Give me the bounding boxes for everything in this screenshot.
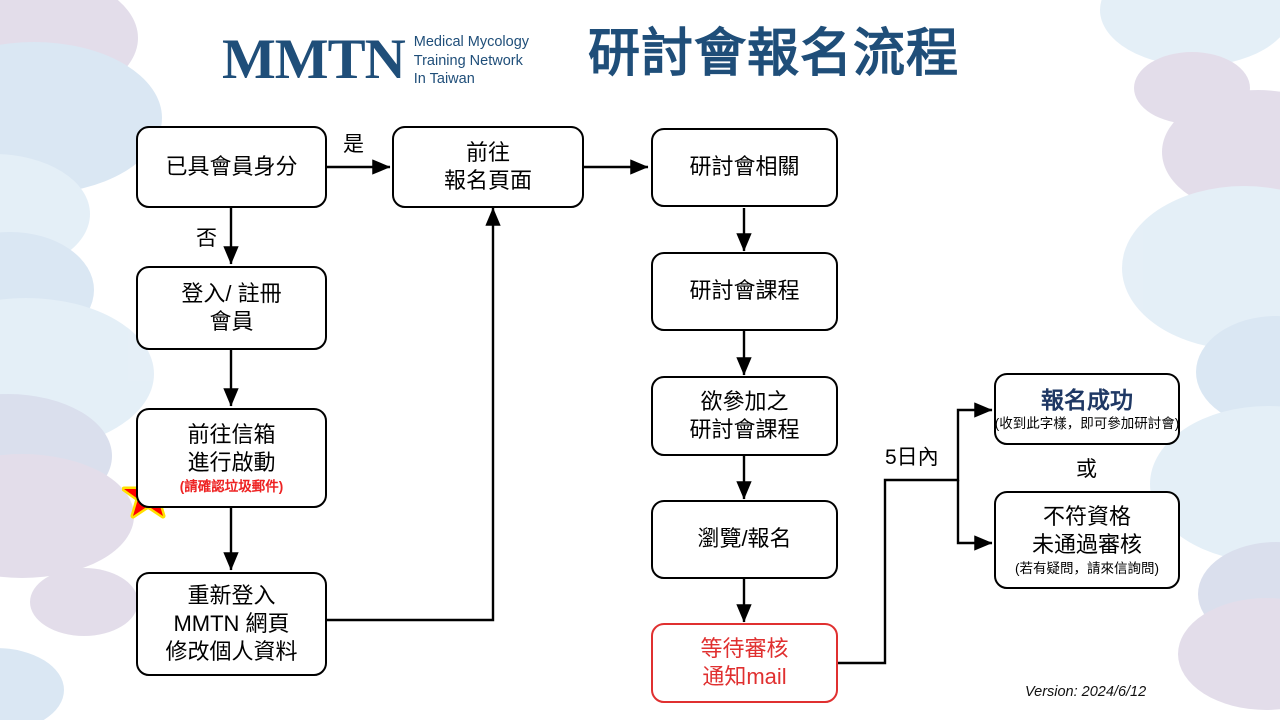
- mmtn-logo: MMTN Medical Mycology Training Network I…: [222, 30, 529, 89]
- node-rejected-line2: 未通過審核: [1031, 532, 1142, 558]
- logo-tagline: Medical Mycology Training Network In Tai…: [414, 33, 529, 89]
- node-member-check[interactable]: 已具會員身分: [136, 126, 327, 208]
- logo-tagline-line2: Training Network: [413, 52, 523, 69]
- node-desired-courses-line1: 欲參加之: [700, 388, 789, 414]
- node-login-register-line2: 會員: [209, 309, 254, 334]
- node-rejected[interactable]: 不符資格 未通過審核 (若有疑問，請來信詢問): [994, 491, 1180, 589]
- node-desired-courses[interactable]: 欲參加之 研討會課程: [651, 376, 838, 456]
- logo-tagline-line3: In Taiwan: [413, 71, 475, 88]
- node-relogin[interactable]: 重新登入 MMTN 網頁 修改個人資料: [136, 572, 327, 676]
- page-title: 研討會報名流程: [588, 25, 960, 83]
- node-seminar-info-line1: 研討會相關: [689, 154, 800, 180]
- node-waiting-review-line1: 等待審核: [700, 635, 789, 661]
- node-goto-mailbox[interactable]: 前往信箱 進行啟動 (請確認垃圾郵件): [136, 408, 327, 508]
- node-success-line1: 報名成功: [1041, 386, 1133, 413]
- node-login-register[interactable]: 登入/ 註冊 會員: [136, 266, 327, 350]
- node-success[interactable]: 報名成功 (收到此字樣，即可參加研討會): [994, 373, 1180, 445]
- node-rejected-note: (若有疑問，請來信詢問): [1015, 560, 1159, 576]
- node-goto-signup[interactable]: 前往 報名頁面: [392, 126, 584, 208]
- node-relogin-line1: 重新登入: [187, 582, 276, 608]
- version-label: Version: 2024/6/12: [1025, 684, 1147, 700]
- node-goto-signup-line2: 報名頁面: [443, 168, 532, 193]
- node-desired-courses-line2: 研討會課程: [689, 417, 800, 442]
- node-waiting-review-line2: 通知mail: [702, 664, 787, 689]
- node-seminar-info[interactable]: 研討會相關: [651, 128, 838, 207]
- node-success-note: (收到此字樣，即可參加研討會): [994, 416, 1180, 432]
- node-goto-mailbox-line1: 前往信箱: [187, 422, 276, 448]
- logo-tagline-line1: Medical Mycology: [413, 34, 530, 50]
- node-seminar-courses-line1: 研討會課程: [689, 278, 800, 304]
- node-goto-mailbox-line2: 進行啟動: [187, 450, 276, 476]
- node-browse-signup[interactable]: 瀏覽/報名: [651, 500, 838, 579]
- logo-wordmark: MMTN: [222, 27, 406, 91]
- node-goto-mailbox-note: (請確認垃圾郵件): [179, 478, 284, 494]
- edge-label-or: 或: [1076, 458, 1097, 481]
- edge-label-no: 否: [196, 227, 217, 250]
- node-login-register-line1: 登入/ 註冊: [181, 280, 282, 306]
- node-rejected-line1: 不符資格: [1042, 504, 1131, 530]
- node-relogin-line3: 修改個人資料: [165, 639, 298, 665]
- node-goto-signup-line1: 前往: [465, 139, 510, 165]
- node-member-check-line1: 已具會員身分: [165, 153, 298, 179]
- node-waiting-review[interactable]: 等待審核 通知mail: [651, 623, 838, 703]
- node-seminar-courses[interactable]: 研討會課程: [651, 252, 838, 331]
- node-relogin-line2: MMTN 網頁: [173, 610, 290, 636]
- edge-label-yes: 是: [343, 133, 364, 156]
- slide-header: MMTN Medical Mycology Training Network I…: [0, 0, 1280, 110]
- edge-label-within-5-days: 5日內: [885, 446, 939, 469]
- node-browse-signup-line1: 瀏覽/報名: [697, 526, 792, 552]
